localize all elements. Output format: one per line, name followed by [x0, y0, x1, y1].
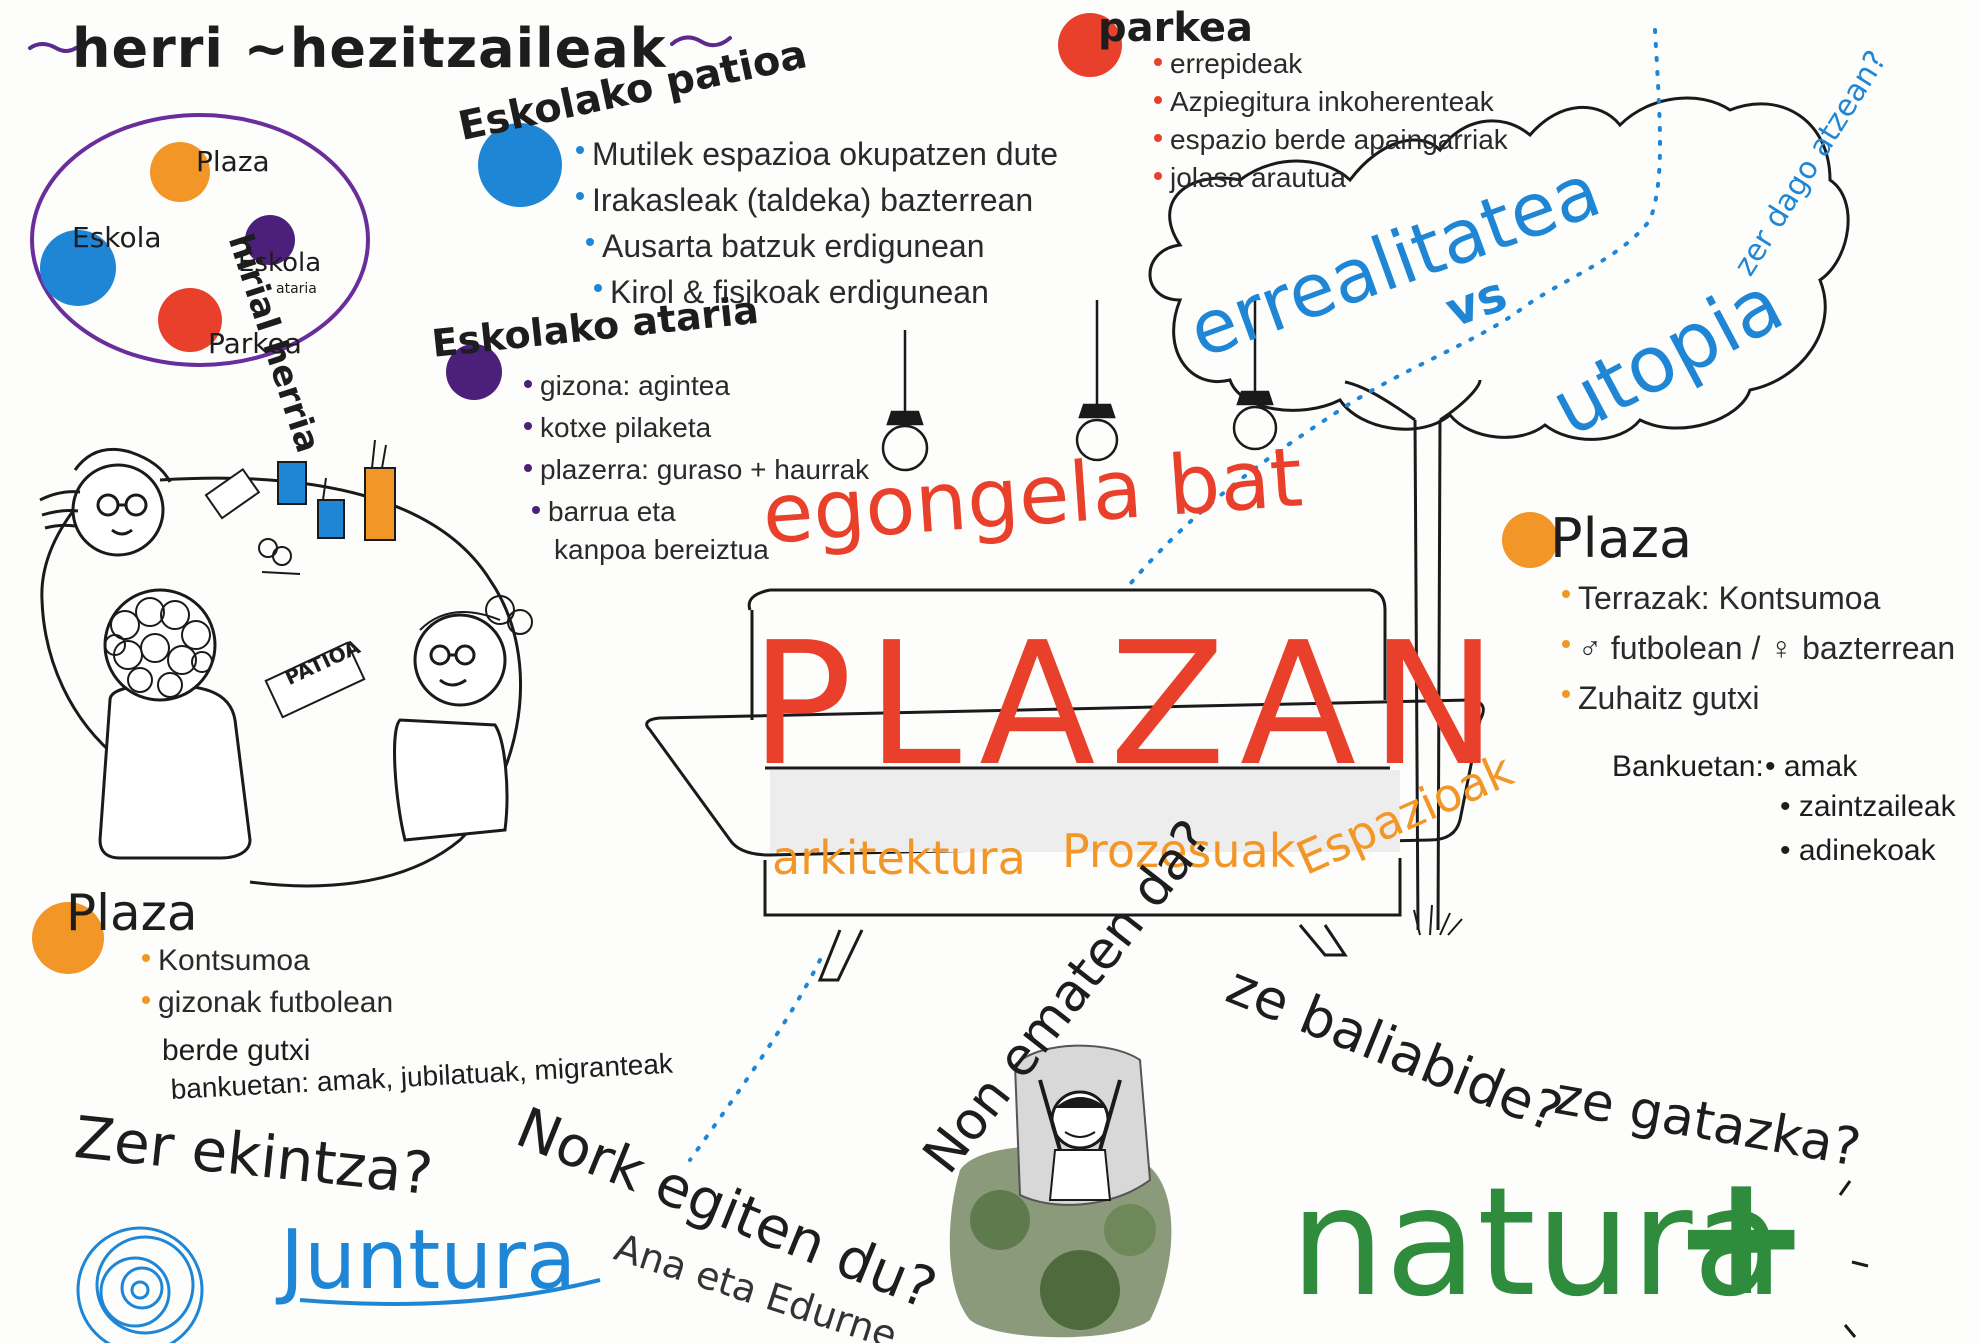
dot-ataria — [446, 344, 502, 400]
dot-eskola — [40, 230, 116, 306]
plaza-left-item: Kontsumoa — [142, 946, 393, 976]
ataria-list: gizona: agintea kotxe pilaketa plazerra:… — [524, 372, 869, 565]
parkea-item: Azpiegitura inkoherenteak — [1154, 88, 1508, 116]
natura-plus: + — [1670, 1136, 1813, 1334]
dot-parkea-title — [1058, 13, 1122, 77]
plaza-right-item: ♂ futbolean / ♀ bazterrean — [1562, 632, 1955, 664]
ataria-item: gizona: agintea — [524, 372, 869, 400]
tree-trunk — [1344, 379, 1482, 931]
light-bulbs — [881, 300, 1278, 472]
sofa-outline — [645, 588, 1485, 982]
community-circle — [30, 113, 370, 367]
person-center-back — [98, 588, 252, 860]
plaza-left-title: Plaza — [66, 884, 198, 942]
parkea-item: espazio berde apaingarriak — [1154, 126, 1508, 154]
cloud-shape — [1148, 96, 1850, 441]
circle-label-eskola-ataria: Eskola — [238, 248, 322, 278]
plaza-left-extra: berde gutxi — [162, 1034, 311, 1067]
patio-list: Mutilek espazioa okupatzen dute Irakasle… — [576, 138, 1058, 308]
parkea-list: errepideak Azpiegitura inkoherenteak esp… — [1154, 50, 1508, 192]
dot-parkea — [158, 288, 222, 352]
sofa-cushion — [770, 770, 1400, 852]
dot-plaza-right — [1502, 512, 1558, 568]
plaza-right-item: Terrazak: Kontsumoa — [1562, 582, 1955, 614]
table-circle — [159, 476, 523, 888]
ataria-item: kanpoa bereiztua — [554, 534, 769, 565]
table-circle-left — [40, 478, 121, 762]
plaza-right-bank-item: • adinekoak — [1780, 834, 1936, 867]
ataria-item: barrua eta — [532, 498, 869, 526]
circle-label-ataria: ataria — [276, 281, 317, 297]
plaza-right-bank-item: • zaintzaileak — [1780, 790, 1956, 823]
juntura-logo-text: Juntura — [280, 1213, 577, 1308]
circle-label-eskola: Eskola — [72, 221, 162, 254]
patio-item: Ausarta batzuk erdigunean — [586, 230, 1058, 262]
plaza-left-list: Kontsumoa gizonak futbolean — [142, 946, 393, 1018]
title-squiggle-left — [28, 42, 78, 53]
plaza-right-bank-label: Bankuetan: — [1612, 750, 1764, 783]
patio-item: Mutilek espazioa okupatzen dute — [576, 138, 1058, 170]
patio-item: Irakasleak (taldeka) bazterrean — [576, 184, 1058, 216]
plaza-right-title: Plaza — [1550, 507, 1693, 570]
parkea-title: parkea — [1098, 5, 1253, 51]
center-prozesuak: Prozesuak — [1062, 824, 1296, 878]
ataria-item: plazerra: guraso + haurrak — [524, 456, 869, 484]
plaza-right-item: Zuhaitz gutxi — [1562, 682, 1955, 714]
dot-plaza — [150, 142, 210, 202]
photo-collage — [949, 1044, 1172, 1338]
plaza-right-list: Terrazak: Kontsumoa ♂ futbolean / ♀ bazt… — [1562, 582, 1955, 714]
dot-eskola-ataria — [245, 215, 295, 265]
center-arkitektura: arkitektura — [772, 831, 1026, 885]
person-right — [393, 595, 533, 842]
person-top-left — [39, 447, 172, 557]
center-plazan: PLAZAN — [750, 606, 1512, 804]
title-squiggle-right — [670, 35, 732, 48]
main-title: herri ~hezitzaileak — [72, 17, 667, 80]
parkea-item: jolasa arautua — [1154, 164, 1508, 192]
plaza-right-bank-item: • amak — [1765, 750, 1858, 783]
dot-plaza-left — [32, 902, 104, 974]
parkea-item: errepideak — [1154, 50, 1508, 78]
patio-item: Kirol & fisikoak erdigunean — [594, 276, 1058, 308]
dotted-connector-top — [1123, 28, 1662, 592]
ataria-item: kotxe pilaketa — [524, 414, 869, 442]
natura-ticks — [1838, 1180, 1869, 1338]
dotted-connector-bottom — [688, 958, 822, 1162]
grass-tuft — [1413, 904, 1463, 936]
dot-patioa — [478, 123, 562, 207]
circle-label-plaza: Plaza — [196, 145, 270, 178]
plaza-left-item: gizonak futbolean — [142, 988, 393, 1018]
natura-text: natura — [1290, 1156, 1785, 1330]
juntura-swirl-icon — [76, 1226, 204, 1343]
circle-label-parkea: Parkea — [208, 327, 302, 360]
table-items — [204, 439, 396, 719]
juntura-underline — [299, 1278, 601, 1306]
